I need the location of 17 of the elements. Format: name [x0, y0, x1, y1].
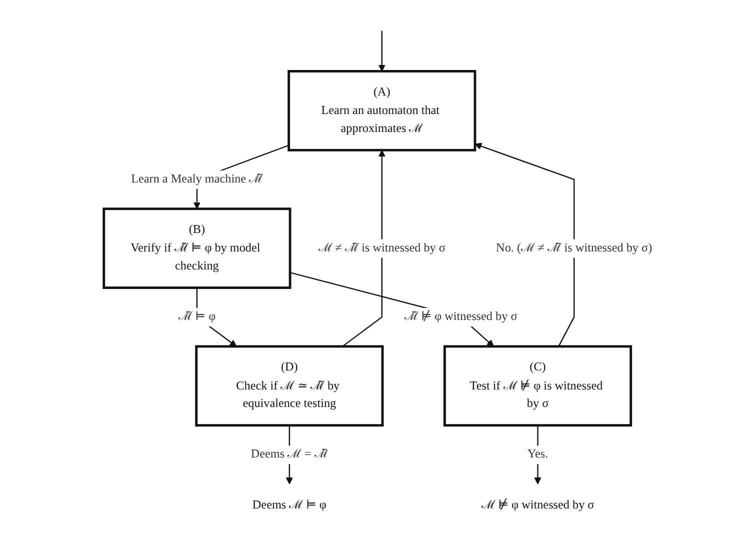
edge-label: ℳ ≠ ℳ̃ is witnessed by σ — [318, 242, 446, 255]
arrow — [342, 150, 386, 347]
node-text: Deems ℳ ⊨ φ — [252, 498, 326, 512]
node-text: ℳ ⊭ φ witnessed by σ — [481, 498, 594, 512]
edge-label: ℳ̃ ⊭ φ witnessed by σ — [404, 310, 518, 324]
edge-label: Deems ℳ = ℳ̃ — [250, 448, 328, 461]
arrow — [378, 30, 386, 72]
arrow — [534, 425, 542, 484]
edge-label: No. (ℳ ≠ ℳ̃ is witnessed by σ) — [496, 242, 652, 255]
edge-label: Learn a Mealy machine ℳ̃ — [131, 172, 263, 186]
arrow — [474, 142, 575, 347]
edge-label: ℳ̃ ⊨ φ — [178, 310, 216, 324]
node-box: (C) Test if ℳ ⊭ φ is witnessed by σ — [443, 345, 632, 427]
node-box: (D) Check if ℳ ≃ ℳ̃ by equivalence testing — [195, 345, 384, 427]
edge-label: Yes. — [527, 448, 548, 461]
node-box: (B) Verify if ℳ̃ ⊨ φ by model checking — [102, 208, 292, 289]
node-box: (A) Learn an automaton that approximates ℳ — [288, 70, 476, 152]
